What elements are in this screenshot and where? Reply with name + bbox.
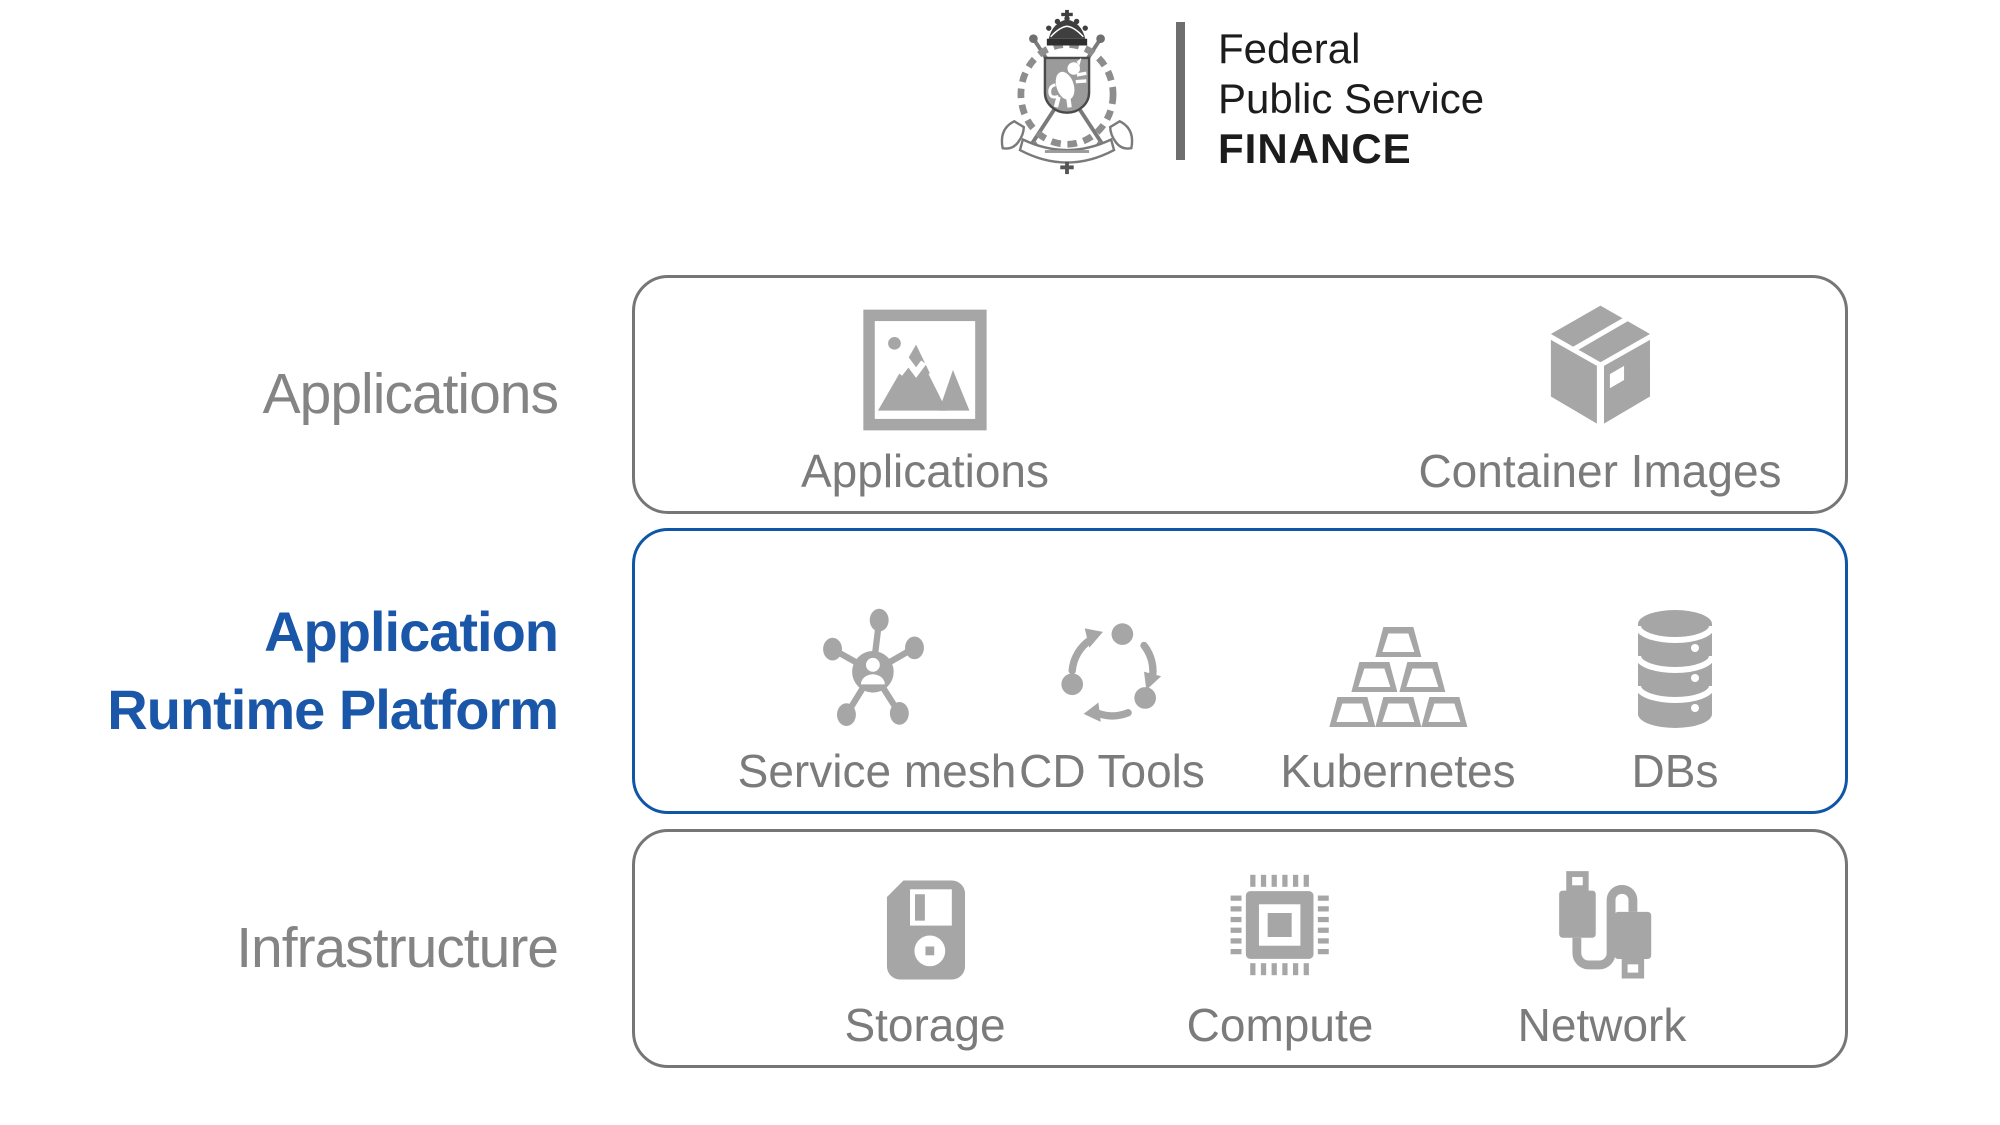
infrastructure-layer-box: Storage — [632, 829, 1848, 1068]
logo-line-2: Public Service — [1218, 75, 1485, 122]
item-label: DBs — [1631, 744, 1719, 797]
item-label: Service mesh — [737, 744, 1017, 797]
item-label: Network — [1517, 998, 1687, 1051]
logo-line-3: FINANCE — [1218, 125, 1412, 172]
belgium-coat-of-arms-icon — [1000, 9, 1134, 175]
applications-item: Applications — [801, 309, 1049, 495]
side-label-infrastructure: Infrastructure — [236, 916, 559, 980]
side-label-runtime-platform: Application Runtime Platform — [0, 593, 559, 749]
cd-tools-item: CD Tools — [1019, 617, 1205, 795]
item-label: Storage — [844, 998, 1006, 1051]
network-item: Network — [1517, 867, 1687, 1051]
item-label: Kubernetes — [1280, 744, 1516, 797]
item-label: Container Images — [1418, 444, 1782, 497]
usb-cable-icon — [1559, 870, 1652, 979]
logo-wordmark: Federal Public Service FINANCE — [1218, 24, 1484, 174]
image-icon — [863, 309, 987, 431]
storage-item: Storage — [844, 875, 1006, 1051]
item-label: CD Tools — [1019, 744, 1205, 797]
logo-divider — [1176, 22, 1185, 160]
runtime-platform-layer-box: Service mesh CD Tools — [632, 528, 1848, 814]
side-label-runtime-line-2: Runtime Platform — [107, 678, 559, 741]
side-label-runtime-line-1: Application — [264, 600, 559, 663]
package-icon — [1550, 305, 1650, 424]
side-label-applications: Applications — [262, 362, 559, 426]
dbs-item: DBs — [1625, 607, 1725, 795]
cycle-arrows-icon — [1061, 622, 1162, 722]
item-label: Applications — [800, 444, 1050, 497]
gold-ingots-icon — [1329, 626, 1467, 727]
logo-line-1: Federal — [1218, 25, 1361, 72]
cpu-chip-icon — [1230, 874, 1330, 975]
service-mesh-item: Service mesh — [737, 605, 1017, 797]
kubernetes-item: Kubernetes — [1280, 625, 1516, 797]
container-images-item: Container Images — [1418, 303, 1782, 497]
item-label: Compute — [1186, 998, 1374, 1051]
floppy-disk-icon — [886, 880, 965, 980]
service-mesh-icon — [823, 608, 925, 726]
database-icon — [1635, 609, 1715, 728]
compute-item: Compute — [1186, 865, 1374, 1051]
applications-layer-box: Applications Container Images — [632, 275, 1848, 514]
